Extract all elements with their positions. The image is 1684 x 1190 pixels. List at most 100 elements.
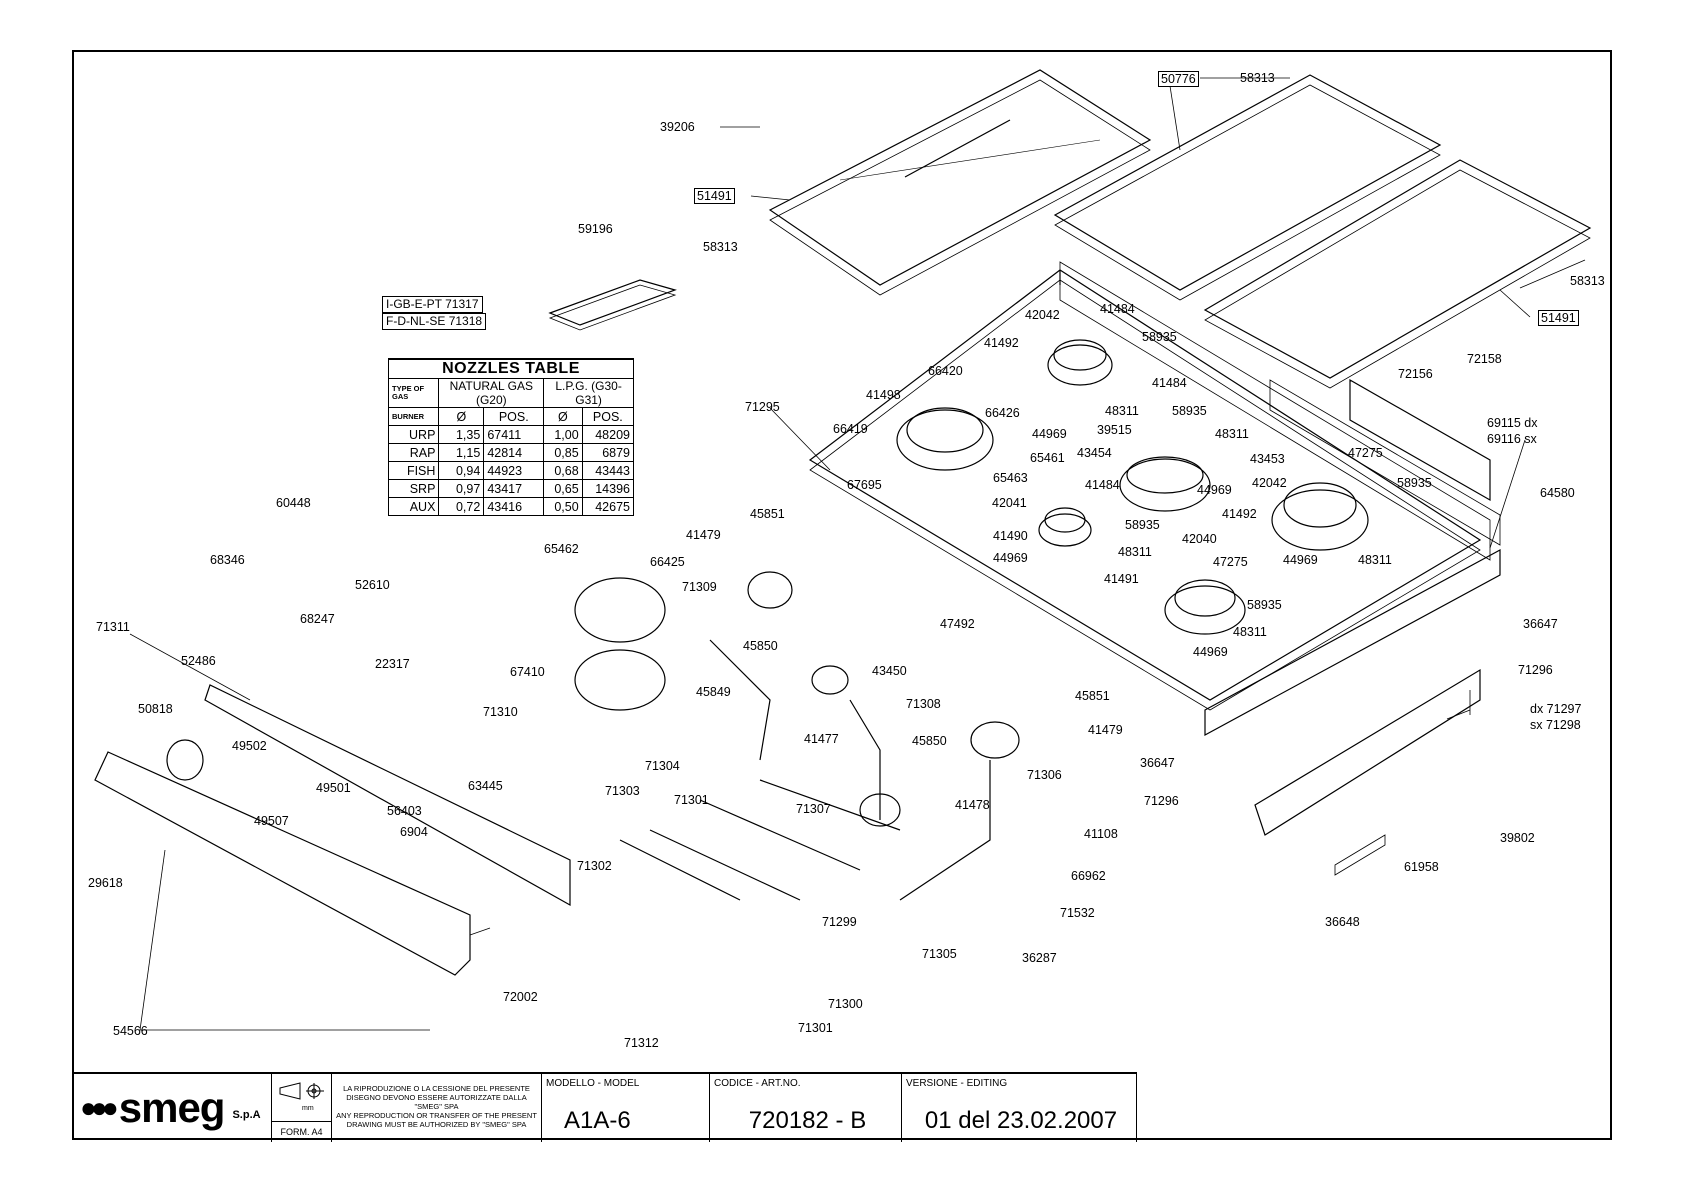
manual-part-number: 71318: [448, 314, 483, 328]
version-value: 01 del 23.02.2007: [924, 1107, 1118, 1134]
ng-pos-cell: 43417: [483, 479, 545, 498]
part-label: 48311: [1215, 427, 1249, 441]
part-label: 68247: [300, 612, 335, 626]
part-label: 71296: [1518, 663, 1553, 677]
part-label: 41479: [686, 528, 721, 542]
disclaimer-it: LA RIPRODUZIONE O LA CESSIONE DEL PRESEN…: [343, 1084, 530, 1111]
manual-lang-code: F-D-NL-SE: [386, 314, 446, 328]
lpg-pos-cell: 6879: [581, 443, 635, 462]
burner-cell: URP: [387, 425, 440, 444]
part-label: 60448: [276, 496, 311, 510]
lpg-pos-cell: 43443: [581, 461, 635, 480]
part-label: 67410: [510, 665, 545, 679]
burner-header: BURNER: [387, 407, 440, 426]
part-label: 65462: [544, 542, 579, 556]
part-label: 49501: [316, 781, 351, 795]
part-label: 50776: [1158, 71, 1199, 87]
model-value: A1A-6: [564, 1107, 631, 1134]
part-label: 58313: [703, 240, 738, 254]
unit-label: mm: [302, 1105, 314, 1112]
pos-header: POS.: [581, 407, 635, 426]
manual-lang-row1: I-GB-E-PT 71317: [382, 296, 483, 313]
part-label: 29618: [88, 876, 123, 890]
control-panel: [94, 684, 571, 976]
lpg-pos-cell: 14396: [581, 479, 635, 498]
burners: [896, 339, 1369, 635]
pan-support-right: [1203, 159, 1592, 389]
part-label: 45850: [912, 734, 947, 748]
part-label: 41484: [1085, 478, 1120, 492]
ng-pos-cell: 67411: [483, 425, 545, 444]
part-label: 41479: [1088, 723, 1123, 737]
burner-cell: SRP: [387, 479, 440, 498]
part-label: 58935: [1397, 476, 1432, 490]
part-label: 45849: [696, 685, 731, 699]
part-label: 43454: [1077, 446, 1112, 460]
part-label: 42041: [992, 496, 1027, 510]
part-label: 71295: [745, 400, 780, 414]
part-label: 69116 sx: [1487, 432, 1537, 446]
part-label: 68346: [210, 553, 245, 567]
lpg-diameter-cell: 0,50: [543, 497, 583, 516]
part-label: 44969: [1197, 483, 1232, 497]
part-label: 51491: [694, 188, 735, 204]
part-label: 71302: [577, 859, 612, 873]
part-label: 50818: [138, 702, 173, 716]
manual-lang-row2: F-D-NL-SE 71318: [382, 313, 487, 330]
part-label: 41108: [1084, 827, 1118, 841]
part-label: sx 71298: [1530, 718, 1581, 732]
part-label: 49502: [232, 739, 267, 753]
part-label: 36648: [1325, 915, 1360, 929]
part-label: 43453: [1250, 452, 1285, 466]
part-label: 58313: [1570, 274, 1605, 288]
code-value: 720182 - B: [748, 1107, 867, 1134]
company-suffix: S.p.A: [232, 1109, 261, 1121]
ng-pos-cell: 42814: [483, 443, 545, 462]
part-label: 48311: [1105, 404, 1139, 418]
part-label: 42042: [1025, 308, 1060, 322]
title-block: ●●● smeg S.p.A mm FORM. A4 LA RIPRODUZIO…: [72, 1072, 1137, 1142]
lpg-pos-cell: 42675: [581, 497, 635, 516]
format-label: FORM. A4: [272, 1121, 331, 1142]
part-label: 39515: [1097, 423, 1132, 437]
part-label: 71300: [828, 997, 863, 1011]
part-label: 54566: [113, 1024, 148, 1038]
part-label: 71301: [674, 793, 709, 807]
part-label: 47492: [940, 617, 975, 631]
part-label: 42040: [1182, 532, 1217, 546]
part-label: 58935: [1172, 404, 1207, 418]
part-label: 41477: [804, 732, 839, 746]
part-label: 44969: [993, 551, 1028, 565]
diameter-header: Ø: [543, 407, 583, 426]
part-label: 44969: [1283, 553, 1318, 567]
lpg-pos-cell: 48209: [581, 425, 635, 444]
part-label: 45850: [743, 639, 778, 653]
part-label: 42042: [1252, 476, 1287, 490]
model-field: MODELLO - MODEL A1A-6: [542, 1074, 710, 1142]
diameter-header: Ø: [438, 407, 485, 426]
part-label: 43450: [872, 664, 907, 678]
model-caption: MODELLO - MODEL: [546, 1078, 640, 1089]
part-label: 6904: [400, 825, 428, 839]
part-label: 41498: [866, 388, 901, 402]
hob-top: [808, 261, 1491, 711]
part-label: 41490: [993, 529, 1028, 543]
burner-cell: FISH: [387, 461, 440, 480]
part-label: 58935: [1142, 330, 1177, 344]
natural-gas-header: NATURAL GAS (G20): [438, 378, 545, 408]
part-label: 52610: [355, 578, 390, 592]
smeg-logo: ●●● smeg S.p.A: [72, 1074, 272, 1142]
part-label: dx 71297: [1530, 702, 1582, 716]
part-label: 67695: [847, 478, 882, 492]
part-label: 47275: [1348, 446, 1383, 460]
part-label: 71307: [796, 802, 831, 816]
valves-and-pipes: [574, 571, 1020, 901]
ng-diameter-cell: 1,15: [438, 443, 485, 462]
pan-support-left: [768, 69, 1152, 296]
hob-strips: [1204, 378, 1501, 737]
pos-header: POS.: [483, 407, 545, 426]
drawing-frame: [72, 50, 1612, 1140]
part-label: 36647: [1140, 756, 1175, 770]
part-label: 36287: [1022, 951, 1057, 965]
manual-lang-code: I-GB-E-PT: [386, 297, 442, 311]
